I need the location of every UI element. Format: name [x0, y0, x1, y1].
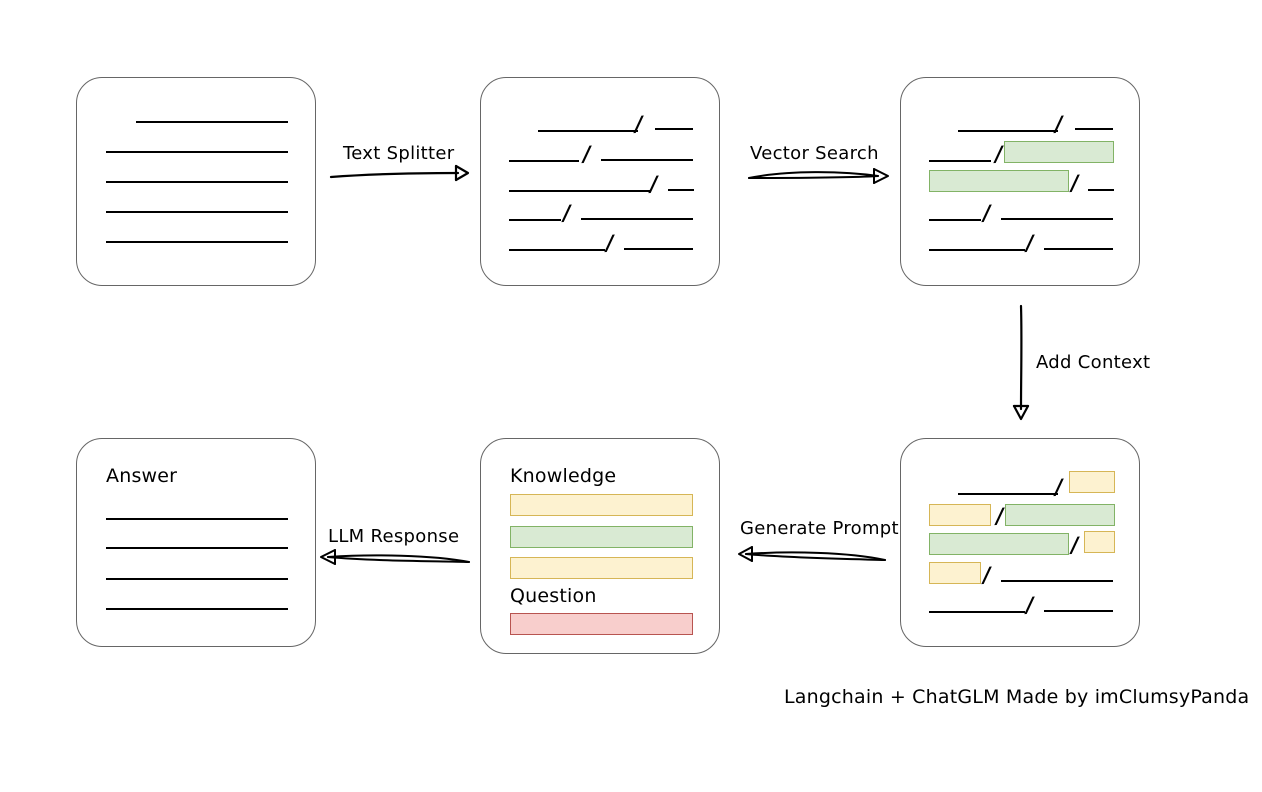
edge-label-vector-search: Vector Search	[750, 143, 879, 164]
doc-line	[538, 130, 638, 132]
knowledge-segment-yellow	[510, 557, 693, 579]
highlight-segment-green	[929, 170, 1069, 192]
separator-slash: /	[982, 200, 992, 226]
answer-line	[106, 547, 288, 549]
doc-line	[929, 611, 1025, 613]
separator-slash: /	[1025, 592, 1035, 618]
knowledge-segment-yellow	[510, 494, 693, 516]
edge-label-text-splitter: Text Splitter	[343, 143, 455, 164]
arrow-generate-prompt	[738, 546, 886, 562]
highlight-segment-yellow	[929, 504, 991, 526]
doc-line	[958, 493, 1058, 495]
doc-line	[509, 190, 651, 192]
diagram-caption: Langchain + ChatGLM Made by imClumsyPand…	[784, 686, 1250, 708]
question-segment-red	[510, 613, 693, 635]
doc-line	[106, 151, 288, 153]
separator-slash: /	[634, 111, 644, 137]
doc-line	[1001, 580, 1113, 582]
node-split-document[interactable]	[480, 77, 720, 286]
doc-line	[1001, 218, 1113, 220]
arrow-llm-response	[320, 549, 470, 565]
edge-label-add-context: Add Context	[1036, 352, 1151, 373]
separator-slash: /	[982, 562, 992, 588]
node-answer[interactable]	[76, 438, 316, 647]
doc-line	[136, 121, 288, 123]
separator-slash: /	[605, 230, 615, 256]
edge-label-llm-response: LLM Response	[328, 526, 460, 547]
knowledge-segment-green	[510, 526, 693, 548]
edge-label-generate-prompt: Generate Prompt	[740, 518, 899, 539]
highlight-segment-green	[929, 533, 1069, 555]
highlight-segment-yellow	[1084, 531, 1115, 553]
doc-line	[624, 248, 693, 250]
arrow-text-splitter	[329, 164, 470, 182]
doc-line	[929, 249, 1025, 251]
highlight-segment-yellow	[929, 562, 981, 584]
separator-slash: /	[1070, 170, 1080, 196]
arrow-add-context	[1012, 304, 1030, 421]
answer-line	[106, 578, 288, 580]
doc-line	[655, 128, 693, 130]
highlight-segment-green	[1004, 141, 1114, 163]
highlight-segment-green	[1005, 504, 1115, 526]
doc-line	[509, 160, 579, 162]
answer-line	[106, 518, 288, 520]
doc-line	[106, 241, 288, 243]
doc-line	[581, 218, 693, 220]
doc-line	[601, 159, 693, 161]
doc-line	[509, 219, 561, 221]
doc-line	[1044, 610, 1113, 612]
separator-slash: /	[1025, 230, 1035, 256]
separator-slash: /	[994, 141, 1004, 167]
doc-line	[509, 249, 605, 251]
doc-line	[106, 181, 288, 183]
separator-slash: /	[649, 171, 659, 197]
separator-slash: /	[1070, 532, 1080, 558]
doc-line	[929, 160, 991, 162]
answer-line	[106, 608, 288, 610]
answer-label: Answer	[106, 465, 178, 487]
separator-slash: /	[582, 141, 592, 167]
highlight-segment-yellow	[1069, 471, 1115, 493]
separator-slash: /	[1054, 474, 1064, 500]
doc-line	[929, 219, 981, 221]
doc-line	[1044, 248, 1113, 250]
separator-slash: /	[995, 503, 1005, 529]
doc-line	[1088, 189, 1114, 191]
doc-line	[106, 211, 288, 213]
separator-slash: /	[1054, 111, 1064, 137]
doc-line	[958, 130, 1058, 132]
prompt-knowledge-label: Knowledge	[510, 465, 617, 487]
arrow-vector-search	[748, 168, 889, 184]
doc-line	[1075, 128, 1113, 130]
doc-line	[668, 189, 694, 191]
prompt-question-label: Question	[510, 585, 597, 607]
separator-slash: /	[562, 200, 572, 226]
